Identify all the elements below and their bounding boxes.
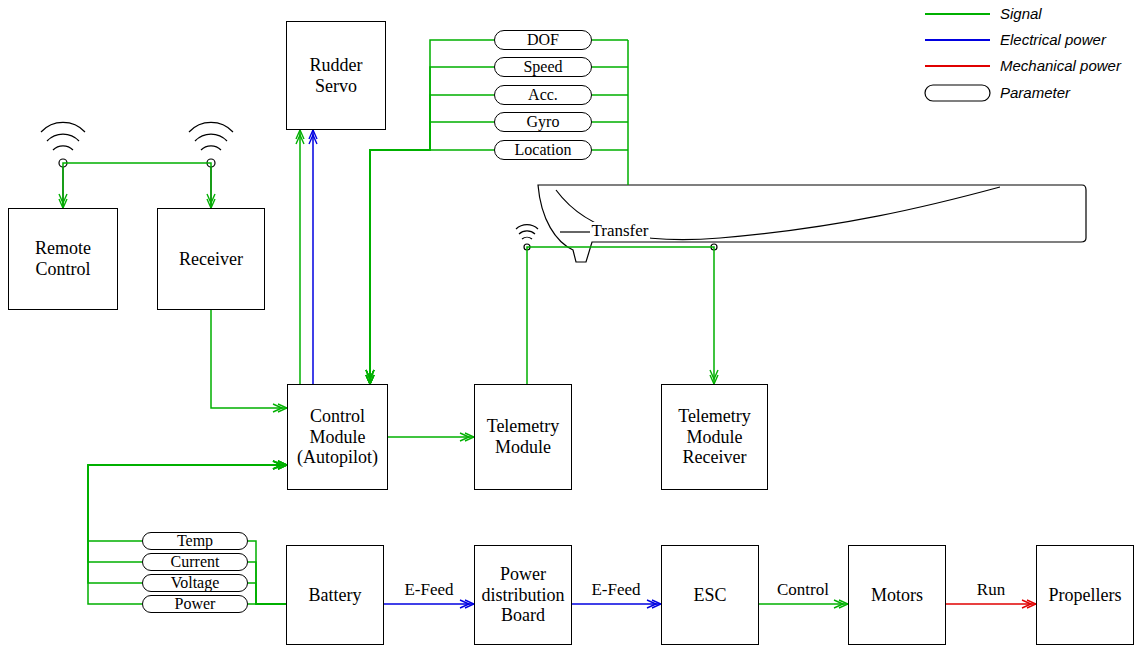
- legend-line-sample: [925, 13, 990, 15]
- parameter-name: Location: [515, 142, 572, 158]
- box-label: Telemetry Module: [478, 416, 568, 457]
- box-label: Control Module (Autopilot): [291, 406, 384, 468]
- process-box: Battery: [286, 545, 384, 645]
- signal-line: [370, 95, 494, 384]
- edge-label: E-Feed: [402, 581, 455, 600]
- box-label: Propellers: [1049, 585, 1122, 606]
- signal-line: [88, 465, 287, 583]
- signal-line: [370, 150, 494, 384]
- parameter-pill: Temp: [142, 532, 248, 550]
- power-line: [572, 603, 661, 605]
- signal-line: [248, 583, 286, 604]
- signal-line: [248, 541, 286, 604]
- box-label: Rudder Servo: [290, 55, 382, 96]
- parameter-pill: Gyro: [494, 112, 592, 132]
- power-line: [312, 130, 314, 384]
- parameter-name: Temp: [177, 533, 213, 549]
- hull-line: [560, 231, 590, 232]
- parameter-name: Power: [175, 596, 216, 612]
- parameter-name: Voltage: [171, 575, 220, 591]
- process-box: ESC: [661, 545, 759, 645]
- box-label: Remote Control: [12, 238, 114, 279]
- boat-hull: [538, 185, 1086, 262]
- signal-line: [211, 310, 287, 408]
- box-label: ESC: [693, 585, 726, 606]
- radio-waves: [516, 225, 538, 239]
- process-box: Remote Control: [8, 208, 118, 310]
- legend-label: Electrical power: [1000, 31, 1106, 49]
- signal-line: [370, 122, 494, 384]
- box-label: Motors: [871, 585, 923, 606]
- process-box: Receiver: [157, 208, 265, 310]
- edge-label: E-Feed: [589, 581, 642, 600]
- signal-line: [299, 130, 301, 384]
- parameter-pill: Current: [142, 553, 248, 571]
- parameter-name: DOF: [527, 32, 559, 48]
- parameter-pill: Acc.: [494, 85, 592, 105]
- legend-shape-sample: [925, 85, 990, 101]
- process-box: Telemetry Module Receiver: [661, 384, 768, 490]
- signal-line: [370, 67, 494, 384]
- legend-label: Signal: [1000, 5, 1042, 23]
- box-label: Telemetry Module Receiver: [665, 406, 764, 468]
- process-box: Telemetry Module: [474, 384, 572, 490]
- signal-line: [248, 562, 286, 604]
- signal-line: [248, 603, 286, 605]
- parameter-name: Speed: [523, 59, 562, 75]
- process-box: Propellers: [1036, 545, 1134, 645]
- hull-line: [556, 187, 1000, 240]
- power-line: [384, 603, 474, 605]
- legend-label: Parameter: [1000, 84, 1070, 102]
- box-label: Receiver: [179, 249, 243, 270]
- signal-line: [759, 603, 848, 605]
- signal-line: [88, 465, 287, 604]
- legend-line-sample: [925, 65, 990, 67]
- process-box: Control Module (Autopilot): [287, 384, 388, 490]
- process-box: Power distribution Board: [474, 545, 572, 645]
- edge-label: Run: [975, 581, 1007, 600]
- parameter-pill: DOF: [494, 30, 592, 50]
- signal-line: [63, 163, 211, 208]
- parameter-name: Current: [171, 554, 220, 570]
- parameter-pill: Power: [142, 595, 248, 613]
- signal-line: [88, 465, 287, 541]
- edge-label: Control: [775, 581, 831, 600]
- edge-label: Transfer: [590, 222, 651, 241]
- legend-line-sample: [925, 39, 990, 41]
- parameter-name: Gyro: [527, 114, 560, 130]
- signal-line: [527, 247, 714, 384]
- mechanical-line: [946, 603, 1036, 605]
- signal-line: [388, 436, 474, 438]
- parameter-pill: Speed: [494, 57, 592, 77]
- signal-line: [88, 465, 287, 562]
- parameter-pill: Voltage: [142, 574, 248, 592]
- signal-line: [370, 40, 494, 384]
- box-label: Battery: [309, 585, 362, 606]
- process-box: Motors: [848, 545, 946, 645]
- box-label: Power distribution Board: [478, 564, 568, 626]
- legend-label: Mechanical power: [1000, 57, 1121, 75]
- radio-waves: [41, 122, 85, 150]
- radio-waves: [189, 122, 233, 150]
- parameter-pill: Location: [494, 140, 592, 160]
- parameter-name: Acc.: [528, 87, 558, 103]
- process-box: Rudder Servo: [286, 21, 386, 130]
- sensor-wire: [592, 40, 628, 185]
